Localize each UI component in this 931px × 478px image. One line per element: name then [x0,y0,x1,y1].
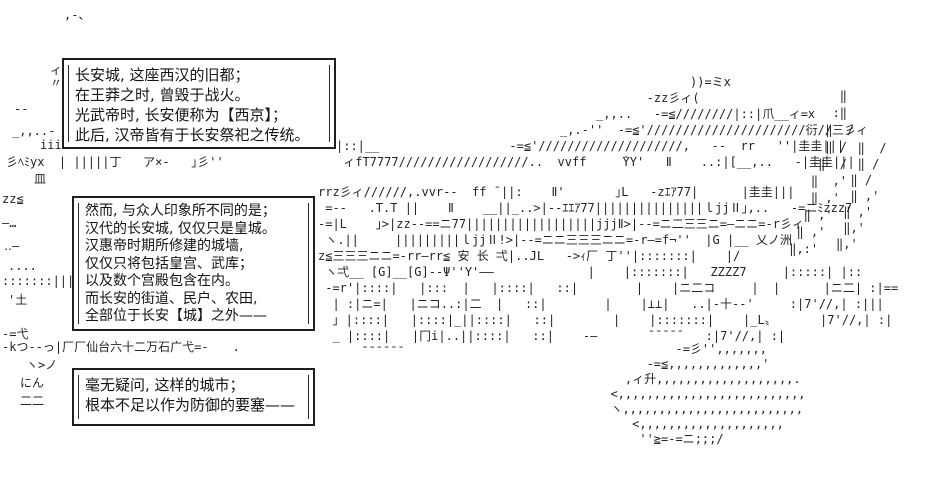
dialog-line: 在王莽之时, 曾毁于战火。 [75,86,250,104]
dialog-line: 根本不足以作为防御的要塞—— [85,396,296,414]
aa-curl-topleft: ,-、 [64,8,91,22]
aa-left-sara: 皿 [34,172,47,186]
aa-left-ground: '土 [8,293,28,307]
aa-left-nin: にん [20,376,45,390]
dialog-box-1: 长安城, 这座西汉的旧都； 在王莽之时, 曾毁于战火。光武帝时, 长安便称为【西京… [62,58,336,149]
aa-left-yoke: -=弋 [2,327,29,341]
dialog-line: 以及数个宫殿包含在内。 [85,273,239,289]
dialog-line: 此后, 汉帝皆有于长安祭祀之传统。 [75,126,310,144]
sendai-caption: -kつ--っ|厂厂仙台六十二万石广弋=- . [2,340,240,354]
aa-left-swoosh: _,,..- [12,124,56,138]
hill-lower-right: -=彡'',,,,,,, -=≦,,,,,,,,,,,,,' ,ィ升,,,,,,… [610,342,806,446]
dialog-line: 光武帝时, 长安便称为【西京】； [75,106,288,124]
aa-row-between-boxes: 彡ﾍﾐyx | |||||丁 ア×- ｣彡'' [6,155,224,169]
road-lower: ‖ / ‖ / ‖ / ‖ ,' ‖ ,' ‖,' ‖,' [836,141,887,251]
dialog-line: 汉惠帝时期所修建的城墙, [85,238,244,254]
changan-city: rrz彡ィ//////,.vvr-- ff ̄ ||: Ⅱ' ｣L -zｴｱ77… [318,185,899,359]
aa-left-curl2: ヽ>ノ [26,358,58,372]
aa-left-ni: 二二 [20,394,45,408]
dialog-line: 毫无疑问, 这样的城市； [85,376,245,394]
mountain-ridge: ))=ミx -zz彡ィ( _,,.. -=≦////////|::|爪__ィ=x… [336,75,869,169]
aa-left-pipes: :::::::|||| [2,274,82,288]
aa-left-dash2: —… [2,216,17,230]
aa-left-dash1: -- [14,102,29,116]
dialog-box-2: 然而, 与众人印象所不同的是；汉代的长安城, 仅仅只是皇城。汉惠帝时期所修建的城… [72,196,315,331]
dialog-line: 仅仅只将包括皇宫、武库； [85,255,253,272]
aa-left-tick: ィ 〃 [50,63,63,90]
aa-left-iii: iii [40,138,62,152]
road-upper: ‖ :‖ ‖ / ‖ / ‖ / ‖ ,' ‖ ,' ‖ ,' ‖ ,' ‖,:… [789,89,855,256]
dialog-box-3: 毫无疑问, 这样的城市； 根本不足以作为防御的要塞—— [72,368,315,426]
dialog-line: 全部位于长安【城】之外—— [85,308,267,324]
aa-left-dash3: ‥— [4,239,20,253]
dialog-line: 然而, 与众人印象所不同的是； [85,203,276,219]
dialog-line: 而长安的街道、民户、农田, [85,290,258,307]
dialog-line: 长安城, 这座西汉的旧都； [75,66,250,84]
aa-left-dots: .... [8,259,37,273]
dialog-line: 汉代的长安城, 仅仅只是皇城。 [85,220,276,237]
aa-left-zz: zz≦ [2,192,24,206]
